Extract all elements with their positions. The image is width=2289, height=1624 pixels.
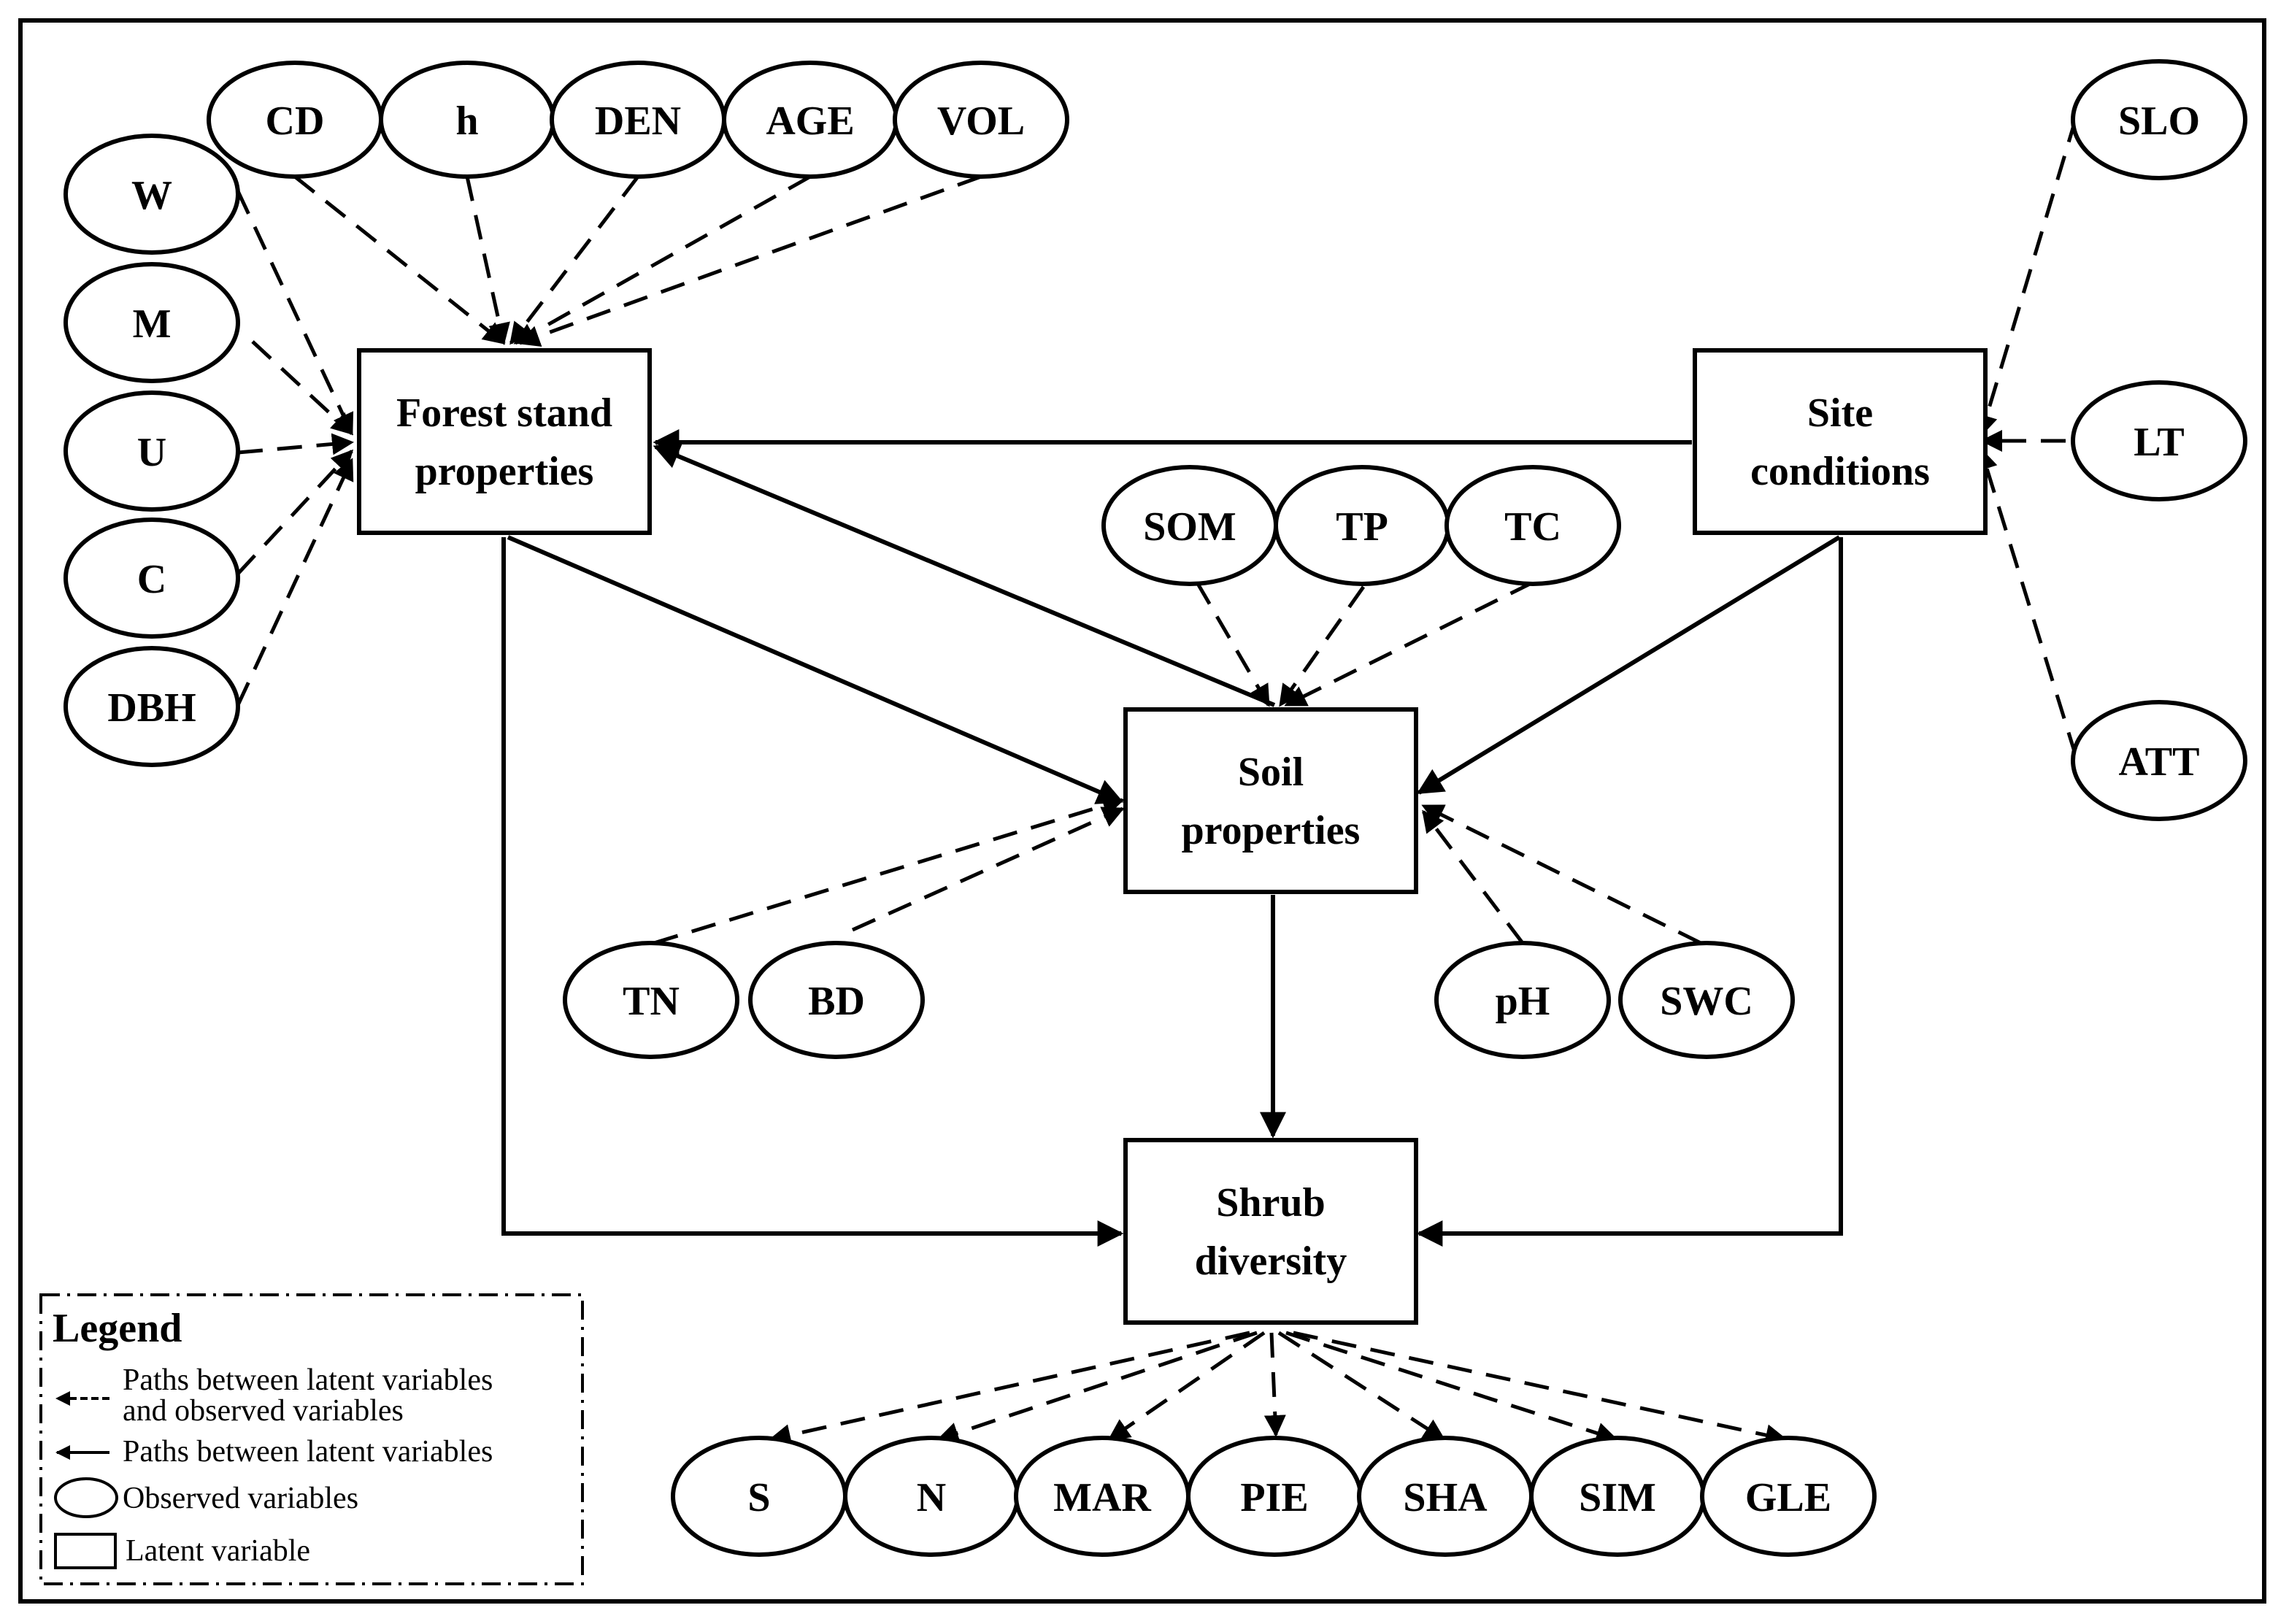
obs-w: W: [131, 173, 172, 218]
obs-gle: GLE: [1745, 1475, 1831, 1520]
obs-h: h: [455, 99, 478, 144]
soil-label-2: properties: [1182, 808, 1361, 853]
obs-age: AGE: [766, 99, 854, 144]
obs-s: S: [747, 1475, 770, 1520]
legend-box-icon: [54, 1533, 117, 1569]
obs-bd: BD: [808, 979, 865, 1024]
obs-tp: TP: [1336, 504, 1388, 550]
obs-mar: MAR: [1053, 1475, 1151, 1520]
observed-soil-bottom: TN BD pH SWC: [563, 941, 1795, 1059]
site-label-2: conditions: [1750, 449, 1930, 494]
shrub-label-1: Shrub: [1216, 1180, 1325, 1225]
shrub-label-2: diversity: [1195, 1239, 1347, 1284]
observed-soil-top: SOM TP TC: [1101, 465, 1621, 586]
obs-vol: VOL: [937, 99, 1025, 144]
legend-path-observed-1: Paths between latent variables: [123, 1363, 493, 1397]
obs-lt: LT: [2134, 420, 2185, 465]
latent-shrub-diversity: Shrub diversity: [1123, 1138, 1418, 1325]
observed-site: SLO LT ATT: [2071, 59, 2247, 821]
obs-swc: SWC: [1660, 979, 1753, 1024]
obs-tc: TC: [1504, 504, 1561, 550]
obs-u: U: [137, 430, 166, 475]
obs-dbh: DBH: [107, 685, 196, 731]
latent-site-conditions: Site conditions: [1693, 348, 1988, 535]
obs-ph: pH: [1496, 979, 1550, 1024]
observed-shrub: S N MAR PIE SHA SIM GLE: [671, 1436, 1877, 1557]
latent-forest-stand: Forest stand properties: [357, 348, 652, 535]
legend-path-observed-2: and observed variables: [123, 1394, 404, 1428]
legend-latent: Latent variable: [126, 1534, 310, 1568]
obs-n: N: [917, 1475, 946, 1520]
observed-paths: [236, 118, 2078, 1446]
obs-att: ATT: [2119, 739, 2200, 785]
obs-som: SOM: [1143, 504, 1236, 550]
latent-soil-properties: Soil properties: [1123, 707, 1418, 894]
outer-frame: [18, 18, 2266, 1604]
obs-m: M: [133, 301, 172, 347]
obs-c: C: [137, 557, 166, 602]
legend-oval-icon: [54, 1477, 118, 1518]
obs-den: DEN: [595, 99, 681, 144]
obs-sim: SIM: [1579, 1475, 1656, 1520]
obs-tn: TN: [623, 979, 680, 1024]
site-label-1: Site: [1807, 390, 1873, 436]
legend-title: Legend: [53, 1306, 182, 1351]
observed-forest-top: CD h DEN AGE VOL: [207, 61, 1069, 179]
legend-observed: Observed variables: [123, 1482, 358, 1515]
obs-cd: CD: [266, 99, 325, 144]
legend-path-latent: Paths between latent variables: [123, 1435, 493, 1469]
forest-label-1: Forest stand: [396, 390, 612, 436]
obs-slo: SLO: [2118, 99, 2200, 144]
obs-pie: PIE: [1240, 1475, 1308, 1520]
soil-label-1: Soil: [1238, 750, 1304, 795]
obs-sha: SHA: [1403, 1475, 1488, 1520]
latent-paths: [501, 429, 1843, 1247]
observed-forest-left: W M U C DBH: [64, 134, 240, 767]
legend: Legend Paths between latent variables an…: [39, 1293, 584, 1585]
forest-label-2: properties: [415, 449, 594, 494]
